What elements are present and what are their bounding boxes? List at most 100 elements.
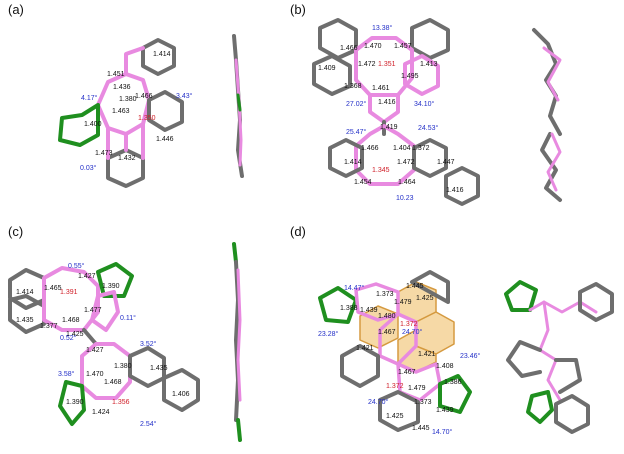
bond-label: 1.386 <box>444 379 462 386</box>
bond-label: 1.414 <box>153 51 171 58</box>
angle-label: 23.46° <box>460 352 481 360</box>
bond-label: 1.479 <box>394 299 412 306</box>
bond-label: 1.427 <box>78 273 96 280</box>
bond-label: 1.425 <box>386 413 404 420</box>
angle-label: 27.02° <box>346 100 367 108</box>
bond-label-highlight: 1.345 <box>372 167 390 174</box>
angle-label: 24.70° <box>402 328 423 336</box>
side-view-gray <box>506 340 542 378</box>
ring-green <box>438 374 472 414</box>
bond-gray <box>82 328 98 346</box>
bond-label: 1.463 <box>112 108 130 115</box>
bond-label: 1.466 <box>361 145 379 152</box>
angle-label: 14.47° <box>344 284 365 292</box>
ring-green <box>318 286 358 324</box>
angle-label: 2.54° <box>140 420 157 428</box>
bond-label: 1.466 <box>340 45 358 52</box>
bond-label: 1.435 <box>16 317 34 324</box>
side-view-green <box>236 93 242 112</box>
bond-label: 1.470 <box>364 43 382 50</box>
ring-pink <box>403 54 440 96</box>
side-view-gray <box>554 358 582 394</box>
panel-d: (d) 1.445 1.373 1.388 1.439 1.479 1.425 … <box>290 224 614 436</box>
molecule-b <box>312 18 480 206</box>
bond-label: 1.406 <box>172 391 190 398</box>
bond-label: 1.424 <box>92 409 110 416</box>
bond-label: 1.390 <box>102 283 120 290</box>
ring-pink <box>90 290 120 332</box>
angle-label: 14.70° <box>432 428 453 436</box>
side-view-b <box>532 28 562 202</box>
side-view-pink <box>542 46 562 102</box>
bond-label: 1.495 <box>401 73 419 80</box>
bond-label: 1.404 <box>393 145 411 152</box>
bond-label: 1.436 <box>113 84 131 91</box>
side-view-pink <box>528 300 598 314</box>
ring-gray <box>318 18 358 60</box>
panel-label-d: (d) <box>290 224 306 239</box>
bond-label: 1.477 <box>84 307 102 314</box>
ring-gray <box>312 54 352 96</box>
ring-gray <box>554 394 590 434</box>
panel-c: (c) 1.427 1.465 1.414 1.391 1.390 1.435 … <box>8 224 242 442</box>
ring-pink <box>354 124 416 186</box>
side-view-d <box>504 280 614 434</box>
bond-label: 1.473 <box>95 150 113 157</box>
bond-label-highlight: 1.351 <box>378 61 396 68</box>
bond-label: 1.427 <box>86 347 104 354</box>
ring-gray <box>410 270 450 304</box>
bond-label: 1.466 <box>135 93 153 100</box>
bond-label: 1.479 <box>408 385 426 392</box>
bond-label: 1.416 <box>378 99 396 106</box>
bond-label: 1.454 <box>354 179 372 186</box>
bond-label: 1.373 <box>414 399 432 406</box>
side-view-gray <box>540 132 562 202</box>
ring-gray <box>141 38 176 76</box>
ring-green <box>96 262 134 298</box>
ring-gray <box>162 368 200 412</box>
ring-gray <box>444 166 480 206</box>
ring-gray <box>410 18 450 60</box>
bond-label: 1.413 <box>420 61 438 68</box>
bond-label: 1.468 <box>62 317 80 324</box>
angle-label: 34.10° <box>414 100 435 108</box>
ring-green <box>58 380 86 426</box>
bond-label-highlight: 1.372 <box>400 321 418 328</box>
ring-gray <box>578 282 614 322</box>
molecule-d <box>318 270 472 432</box>
angle-label: 10.23 <box>396 195 414 202</box>
bond-label: 1.390 <box>66 399 84 406</box>
bond-label: 1.421 <box>356 345 374 352</box>
bond-label: 1.465 <box>44 285 62 292</box>
bond-label: 1.470 <box>86 371 104 378</box>
bond-label: 1.447 <box>437 159 455 166</box>
angle-label: 24.70° <box>368 398 389 406</box>
bond-label: 1.445 <box>406 283 424 290</box>
ring-gray <box>8 294 46 334</box>
angle-label: 25.47° <box>346 128 367 136</box>
bond-label: 1.457 <box>394 43 412 50</box>
bond-label: 1.421 <box>418 351 436 358</box>
bond-label: 1.439 <box>360 307 378 314</box>
angle-label: 0.55° <box>68 262 85 270</box>
side-view-pink <box>234 58 243 167</box>
angle-label: 0.03° <box>80 164 97 172</box>
bond-label: 1.435 <box>150 365 168 372</box>
bond-label: 1.425 <box>416 295 434 302</box>
bond-label: 1.388 <box>340 305 358 312</box>
angle-label: 23.28° <box>318 330 339 338</box>
ring-gray <box>328 138 364 178</box>
bond-label: 1.480 <box>378 313 396 320</box>
ring-green <box>526 390 554 424</box>
molecule-c <box>8 262 200 426</box>
ring-gray <box>340 344 380 388</box>
ring-gray <box>378 390 420 432</box>
bond-label: 1.445 <box>412 425 430 432</box>
ring-green <box>504 280 538 312</box>
bond-label-highlight: 1.391 <box>60 289 78 296</box>
side-view-gray <box>532 28 562 136</box>
ring-gray <box>147 90 184 132</box>
side-view-green <box>236 418 242 442</box>
panel-label-b: (b) <box>290 2 306 17</box>
